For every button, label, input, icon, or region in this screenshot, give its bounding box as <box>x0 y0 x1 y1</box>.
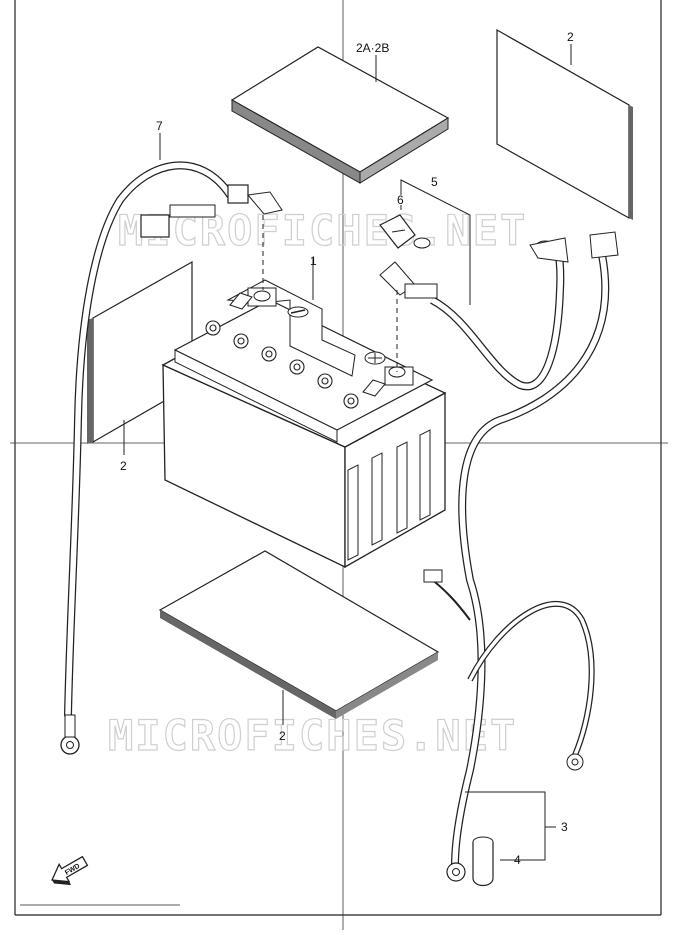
battery <box>161 279 447 569</box>
watermark-bottom: MICROFICHES.NET <box>108 711 517 760</box>
callout-harness: 7 <box>156 119 163 133</box>
negative-lead-3 <box>423 231 619 882</box>
fwd-label: FWD <box>64 863 81 877</box>
fwd-arrow: FWD <box>51 855 89 886</box>
positive-lead-5 <box>379 237 569 391</box>
terminal-clamp-6 <box>379 214 431 249</box>
terminal-cover-4 <box>472 836 494 887</box>
leader-lines <box>123 44 572 861</box>
callout-negative-lead: 3 <box>561 820 568 834</box>
callout-left-pad: 2 <box>120 459 127 473</box>
right-pad <box>496 28 633 220</box>
top-pad-2a-2b <box>230 46 450 184</box>
callout-terminal-clamp: 6 <box>397 193 404 207</box>
callout-terminal-cover: 4 <box>514 853 521 867</box>
callout-right-pad: 2 <box>567 30 574 44</box>
callout-bottom-pad: 2 <box>279 729 286 743</box>
callout-top-pad: 2A·2B <box>356 41 389 55</box>
callout-battery: 1 <box>310 254 317 268</box>
callout-labels: 2A·2B 2 1 7 2 2 5 6 3 4 <box>120 30 574 867</box>
harness-7 <box>60 161 283 755</box>
callout-positive-lead: 5 <box>431 175 438 189</box>
bottom-pad <box>158 550 440 719</box>
